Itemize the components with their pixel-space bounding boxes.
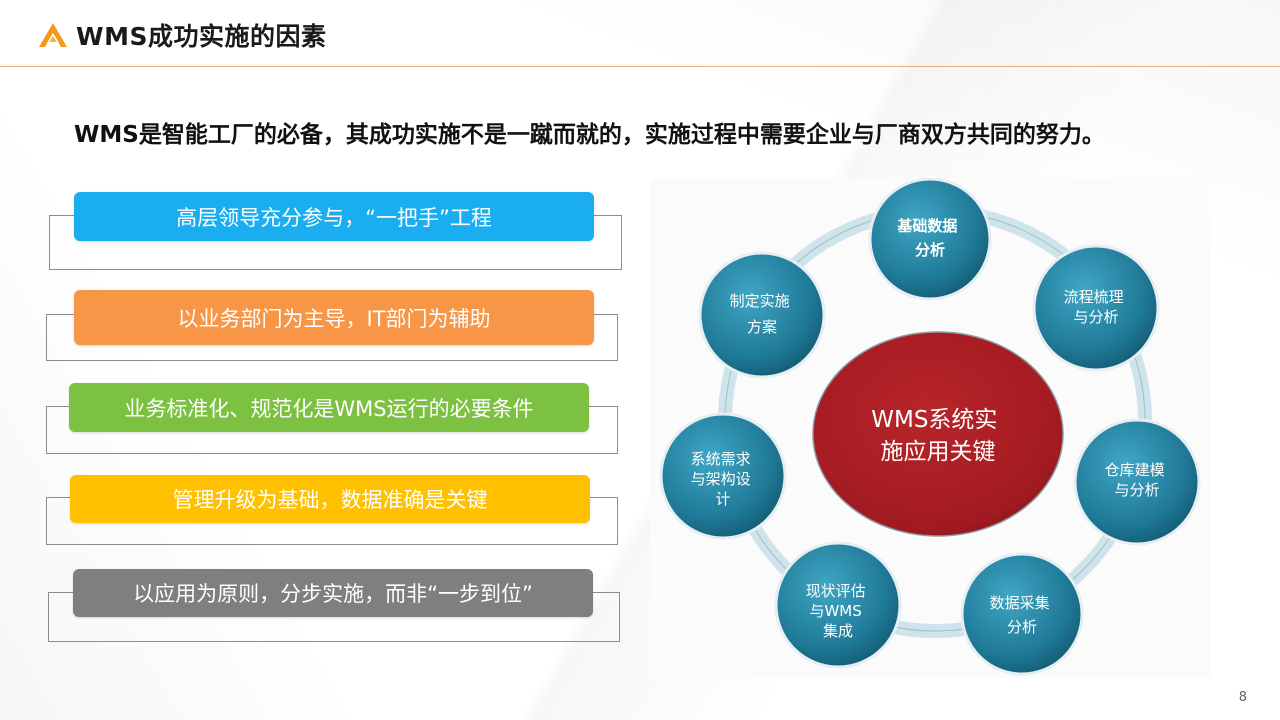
cycle-node-5: 现状评估 与WMS 集成 (774, 541, 902, 669)
node-3-line-1: 仓库建模 (1105, 461, 1165, 479)
cycle-diagram-svg: WMS系统实 施应用关键 基础数据 分析 流程梳理 与分析 仓库建模 与分析 (659, 177, 1201, 676)
cycle-node-3: 仓库建模 与分析 (1073, 418, 1201, 546)
node-2-line-2: 与分析 (1073, 308, 1118, 326)
node-6-line-3: 计 (715, 490, 730, 508)
factor-item-1: 高层领导充分参与，“一把手”工程 (74, 192, 594, 241)
factor-label-2: 以业务部门为主导，IT部门为辅助 (177, 306, 491, 331)
node-6-line-2: 与架构设 (691, 470, 751, 488)
node-6-line-1: 系统需求 (691, 450, 751, 468)
node-2-line-1: 流程梳理 (1064, 288, 1124, 306)
factor-item-2: 以业务部门为主导，IT部门为辅助 (74, 290, 594, 345)
factor-item-4: 管理升级为基础，数据准确是关键 (70, 475, 590, 523)
svg-text:现状评估 与WMS 集成: 现状评估 与WMS 集成 (806, 582, 871, 640)
node-1-line-2: 分析 (915, 241, 945, 259)
node-3-line-2: 与分析 (1114, 481, 1159, 499)
factor-label-5: 以应用为原则，分步实施，而非“一步到位” (133, 582, 533, 606)
factor-label-4: 管理升级为基础，数据准确是关键 (172, 488, 488, 512)
node-5-line-3: 集成 (823, 622, 853, 640)
node-4-line-2: 分析 (1007, 618, 1037, 636)
svg-text:系统需求 与架构设 计: 系统需求 与架构设 计 (691, 450, 756, 508)
center-label: WMS系统实 施应用关键 (871, 407, 1005, 465)
node-7-line-2: 方案 (747, 318, 777, 336)
factor-item-5: 以应用为原则，分步实施，而非“一步到位” (73, 569, 593, 617)
cycle-node-7: 制定实施 方案 (698, 251, 826, 379)
center-line-1: WMS系统实 (871, 407, 997, 433)
factor-label-1: 高层领导充分参与，“一把手”工程 (176, 205, 492, 230)
factor-item-3: 业务标准化、规范化是WMS运行的必要条件 (69, 383, 589, 432)
node-1-line-1: 基础数据 (896, 217, 957, 235)
node-4-line-1: 数据采集 (990, 594, 1050, 612)
key-factor-cycle-diagram: WMS系统实 施应用关键 基础数据 分析 流程梳理 与分析 仓库建模 与分析 (650, 177, 1210, 678)
cycle-node-6: 系统需求 与架构设 计 (659, 412, 787, 540)
factor-label-3: 业务标准化、规范化是WMS运行的必要条件 (124, 396, 534, 421)
brand-logo-icon (39, 23, 67, 47)
svg-text:流程梳理 与分析: 流程梳理 与分析 (1064, 288, 1129, 326)
svg-text:制定实施 方案: 制定实施 方案 (730, 292, 795, 336)
svg-text:基础数据 分析: 基础数据 分析 (896, 217, 962, 259)
slide-subtitle: WMS是智能工厂的必备，其成功实施不是一蹴而就的，实施过程中需要企业与厂商双方共… (74, 122, 1105, 148)
cycle-node-4: 数据采集 分析 (960, 552, 1084, 676)
slide-header: WMS成功实施的因素 (0, 0, 1280, 67)
center-ellipse (812, 331, 1064, 537)
page-number: 8 (1238, 690, 1247, 705)
node-5-line-1: 现状评估 (806, 582, 866, 600)
svg-text:数据采集 分析: 数据采集 分析 (990, 594, 1055, 636)
svg-text:仓库建模 与分析: 仓库建模 与分析 (1105, 461, 1170, 499)
node-5-line-2: 与WMS (809, 602, 861, 620)
cycle-node-1: 基础数据 分析 (868, 177, 992, 301)
cycle-node-2: 流程梳理 与分析 (1032, 244, 1160, 372)
center-line-2: 施应用关键 (881, 439, 996, 465)
node-7-line-1: 制定实施 (730, 292, 790, 310)
page-title: WMS成功实施的因素 (76, 22, 327, 51)
